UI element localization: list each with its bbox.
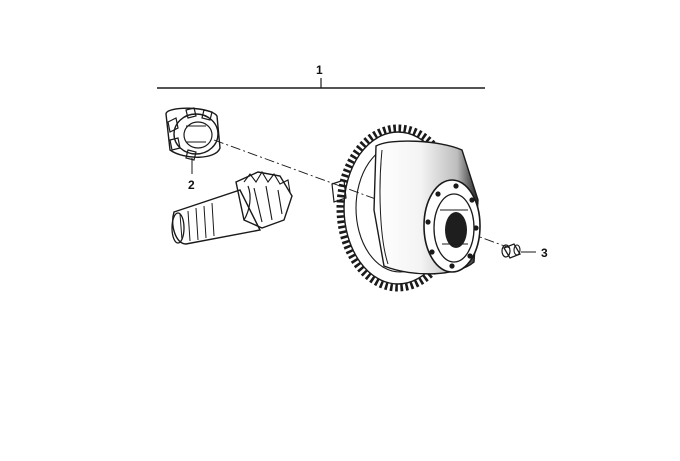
callout-1: 1 [316, 63, 323, 77]
callout-2: 2 [188, 178, 195, 192]
thrust-ring-part [165, 107, 221, 161]
assembly-bracket [157, 78, 485, 89]
callout-3: 3 [541, 246, 548, 260]
pinion-shaft-part [171, 170, 293, 245]
plug-part [501, 243, 521, 259]
assembly-axis [213, 139, 511, 249]
ring-gear-housing [331, 124, 481, 292]
